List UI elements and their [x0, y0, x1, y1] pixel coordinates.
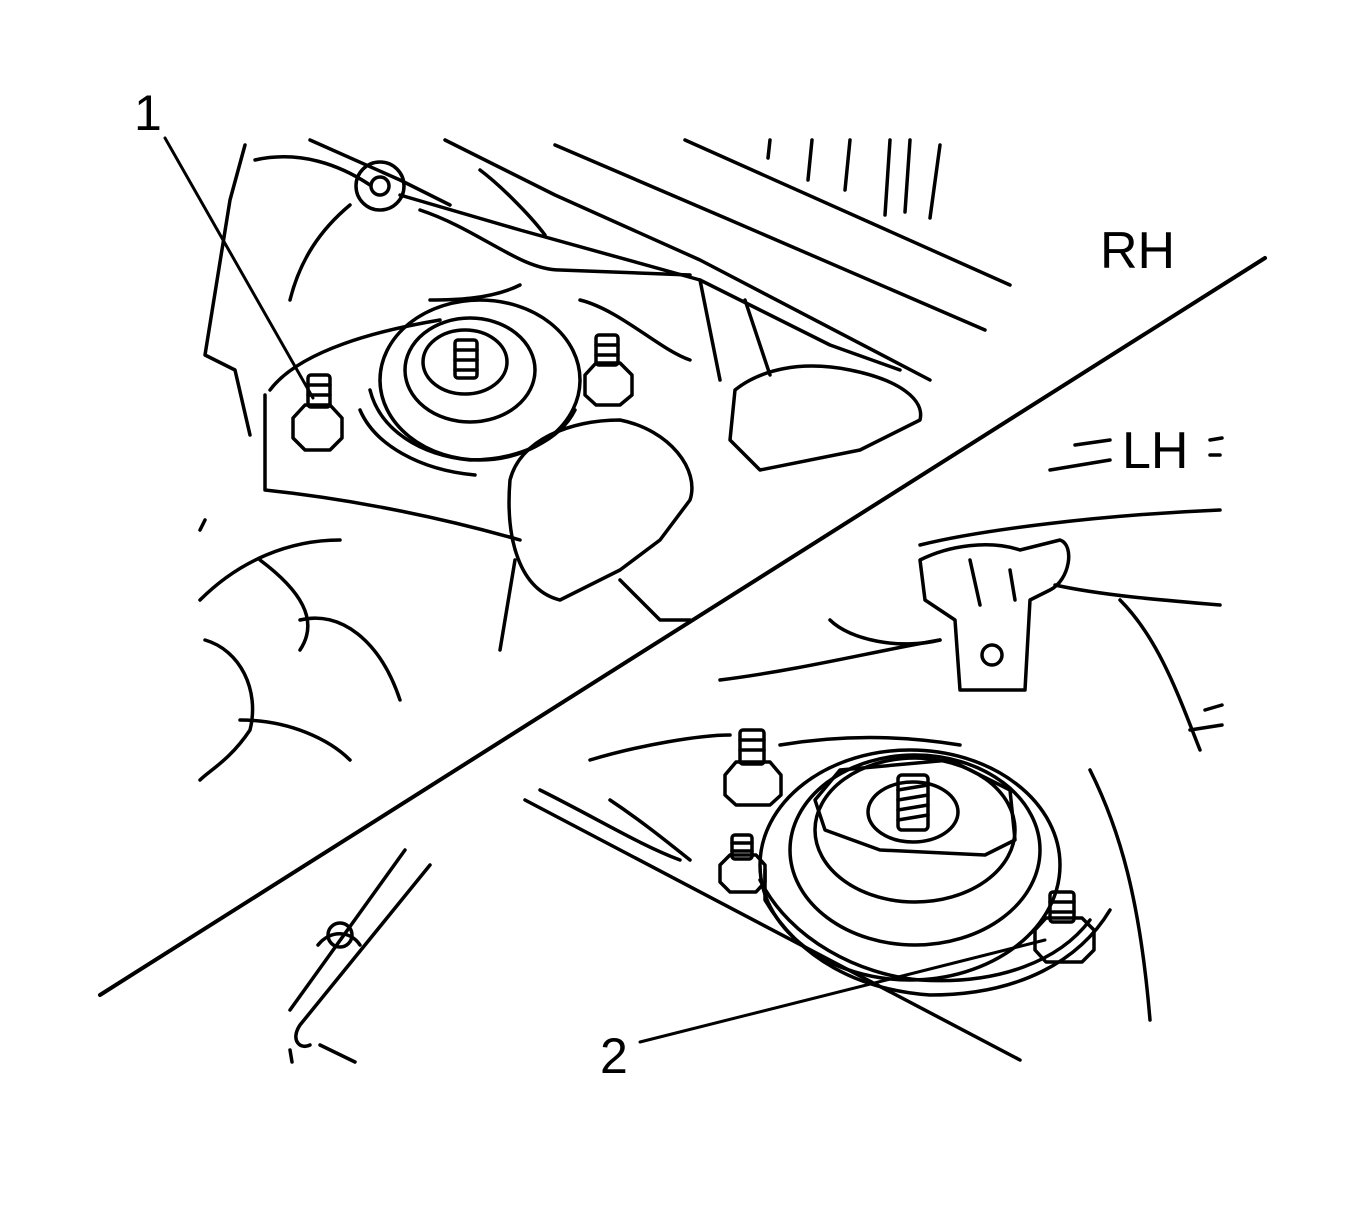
callout-1-leader — [163, 136, 315, 400]
grommet — [354, 160, 406, 212]
lh-label: LH — [1122, 422, 1188, 480]
lh-bracket — [918, 538, 1071, 692]
callout-1-label: 1 — [134, 85, 162, 141]
rh-mount-nut — [291, 373, 344, 452]
rh-label: RH — [1100, 222, 1175, 280]
rh-view — [198, 138, 1012, 782]
rh-mount-nut-right — [583, 333, 634, 407]
lh-mount-nut-lower — [718, 833, 767, 894]
lh-mount-nut — [1033, 890, 1096, 964]
callout-2-label: 2 — [600, 1028, 628, 1084]
lh-view — [288, 436, 1224, 1064]
view-divider-line — [98, 256, 1267, 997]
lh-mount-nut-upper — [723, 728, 783, 807]
callout-2-leader — [638, 938, 1047, 1044]
